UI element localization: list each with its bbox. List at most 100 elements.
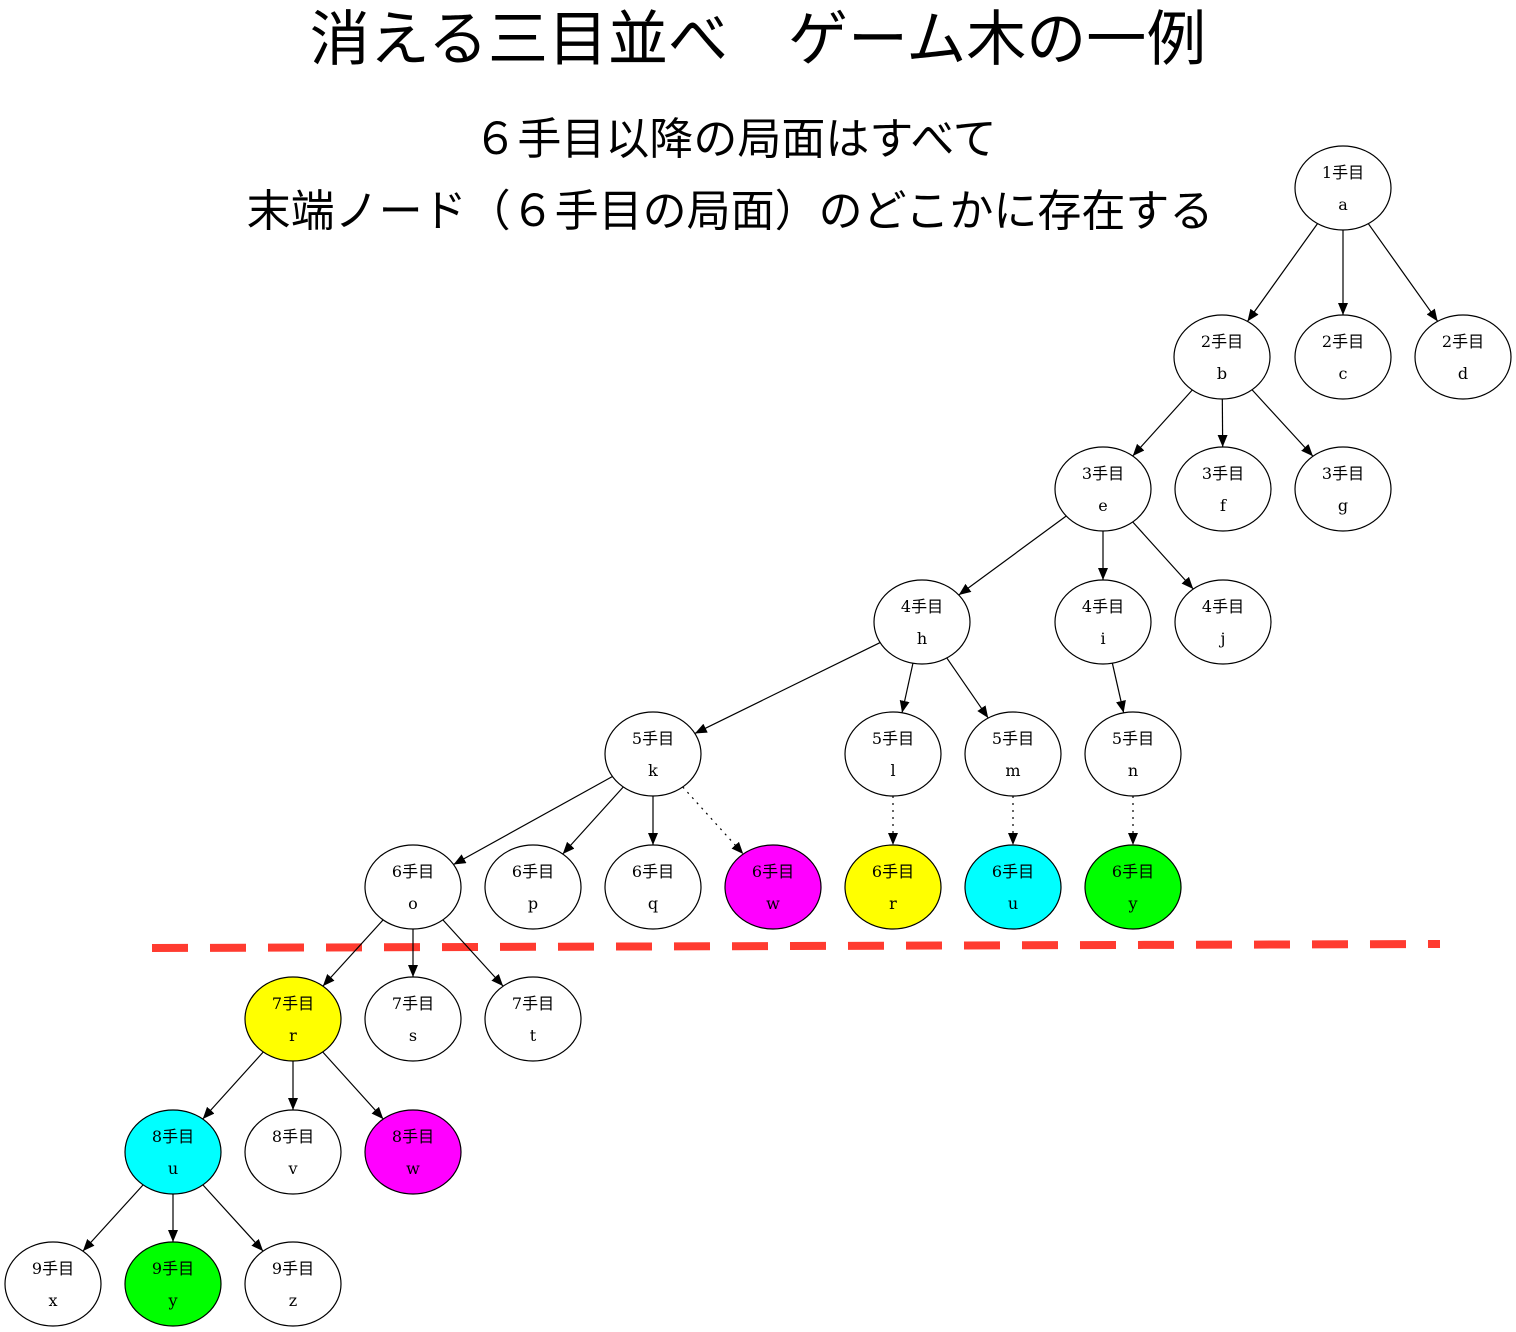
- edge-3e-to-4j: [1132, 521, 1194, 590]
- tree-node-2d: 2手目 d: [1414, 314, 1512, 400]
- node-id-label: f: [1220, 496, 1227, 515]
- node-id-label: m: [1005, 761, 1020, 780]
- node-move-label: 5手目: [632, 729, 674, 748]
- tree-node-9z: 9手目 z: [244, 1241, 342, 1327]
- node-move-label: 6手目: [1112, 862, 1154, 881]
- node-ellipse: [484, 844, 582, 930]
- node-id-label: c: [1339, 364, 1348, 383]
- node-id-label: l: [890, 761, 895, 780]
- node-move-label: 4手目: [1082, 597, 1124, 616]
- tree-node-5l: 5手目 l: [844, 711, 942, 797]
- edge-8u-to-9z: [202, 1184, 264, 1252]
- node-move-label: 3手目: [1202, 464, 1244, 483]
- node-ellipse: [1294, 446, 1392, 532]
- edge-6o-to-7t: [442, 919, 504, 987]
- node-id-label: z: [289, 1291, 297, 1310]
- node-move-label: 3手目: [1082, 464, 1124, 483]
- tree-node-6w: 6手目 w: [724, 844, 822, 930]
- node-id-label: h: [917, 629, 927, 648]
- edge-4i-to-5n: [1111, 663, 1126, 713]
- tree-node-4i: 4手目 i: [1054, 579, 1152, 665]
- node-id-label: y: [167, 1291, 177, 1310]
- node-id-label: e: [1098, 496, 1107, 515]
- edge-2b-to-3e: [1132, 389, 1193, 457]
- edge-5k-to-6w: [682, 786, 744, 855]
- node-ellipse: [604, 844, 702, 930]
- node-ellipse: [244, 976, 342, 1062]
- node-id-label: b: [1217, 364, 1227, 383]
- edge-7r-to-8u: [202, 1051, 264, 1120]
- node-ellipse: [244, 1241, 342, 1327]
- node-id-label: o: [408, 894, 418, 913]
- edge-7r-to-8w: [322, 1051, 384, 1120]
- edge-layer: [82, 223, 1439, 1252]
- node-id-label: u: [1008, 894, 1018, 913]
- node-ellipse: [364, 976, 462, 1062]
- node-id-label: i: [1100, 629, 1105, 648]
- node-move-label: 8手目: [272, 1127, 314, 1146]
- node-ellipse: [364, 844, 462, 930]
- node-ellipse: [124, 1109, 222, 1195]
- node-id-label: j: [1219, 629, 1226, 648]
- node-id-label: x: [48, 1291, 57, 1310]
- node-ellipse: [1084, 711, 1182, 797]
- node-move-label: 7手目: [512, 994, 554, 1013]
- node-id-label: n: [1128, 761, 1138, 780]
- node-ellipse: [1174, 446, 1272, 532]
- node-ellipse: [484, 976, 582, 1062]
- node-ellipse: [244, 1109, 342, 1195]
- node-ellipse: [873, 579, 971, 665]
- node-move-label: 2手目: [1322, 332, 1364, 351]
- edge-3e-to-4h: [958, 515, 1067, 596]
- node-move-label: 9手目: [272, 1259, 314, 1278]
- node-move-label: 6手目: [872, 862, 914, 881]
- node-id-label: w: [406, 1159, 420, 1178]
- node-ellipse: [844, 844, 942, 930]
- node-move-label: 7手目: [272, 994, 314, 1013]
- node-id-label: q: [648, 894, 658, 913]
- node-move-label: 2手目: [1442, 332, 1484, 351]
- node-move-label: 1手目: [1322, 163, 1364, 182]
- node-move-label: 8手目: [152, 1127, 194, 1146]
- node-ellipse: [1174, 579, 1272, 665]
- tree-node-6q: 6手目 q: [604, 844, 702, 930]
- node-id-label: s: [409, 1026, 417, 1045]
- node-ellipse: [364, 1109, 462, 1195]
- cutoff-dashed-divider: [151, 940, 1441, 952]
- node-id-label: w: [766, 894, 780, 913]
- node-move-label: 5手目: [872, 729, 914, 748]
- edge-1a-to-2b: [1246, 223, 1319, 322]
- node-move-label: 6手目: [632, 862, 674, 881]
- node-move-label: 2手目: [1201, 332, 1243, 351]
- node-id-label: p: [528, 894, 538, 913]
- edge-5k-to-6o: [453, 775, 613, 866]
- edge-8u-to-9x: [82, 1184, 144, 1252]
- edge-4h-to-5k: [694, 642, 881, 734]
- node-id-label: d: [1458, 364, 1468, 383]
- node-ellipse: [1173, 314, 1271, 400]
- tree-node-2b: 2手目 b: [1173, 314, 1271, 400]
- node-ellipse: [604, 711, 702, 797]
- edge-1a-to-2d: [1367, 223, 1439, 322]
- node-move-label: 6手目: [752, 862, 794, 881]
- node-id-label: k: [648, 761, 658, 780]
- tree-node-3f: 3手目 f: [1174, 446, 1272, 532]
- node-id-label: a: [1338, 195, 1348, 214]
- node-ellipse: [1294, 145, 1392, 231]
